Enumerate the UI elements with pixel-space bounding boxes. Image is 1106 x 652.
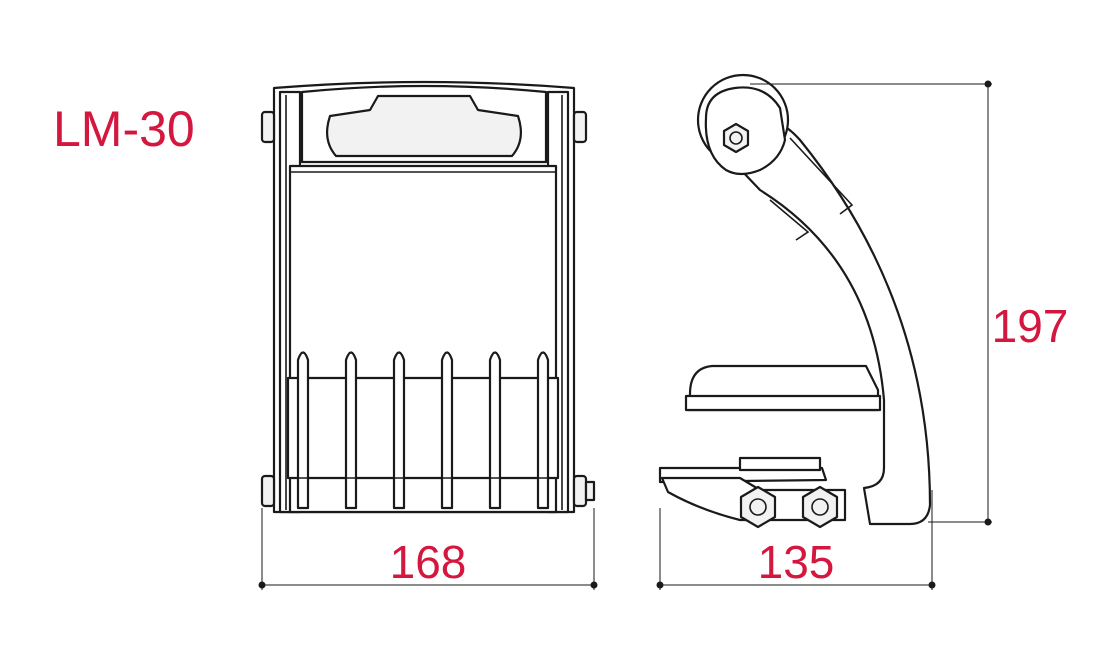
- front-view: [260, 80, 596, 514]
- dimension-height-value: 197: [992, 300, 1069, 352]
- dimension-depth-value: 135: [758, 536, 835, 588]
- dimension-height: 197: [750, 80, 1069, 526]
- model-label: LM-30: [53, 101, 195, 157]
- dimension-width: 168: [258, 508, 598, 590]
- side-view: [658, 73, 932, 529]
- dimension-depth: 135: [656, 490, 936, 590]
- front-pads: [296, 351, 550, 510]
- dimension-width-value: 168: [390, 536, 467, 588]
